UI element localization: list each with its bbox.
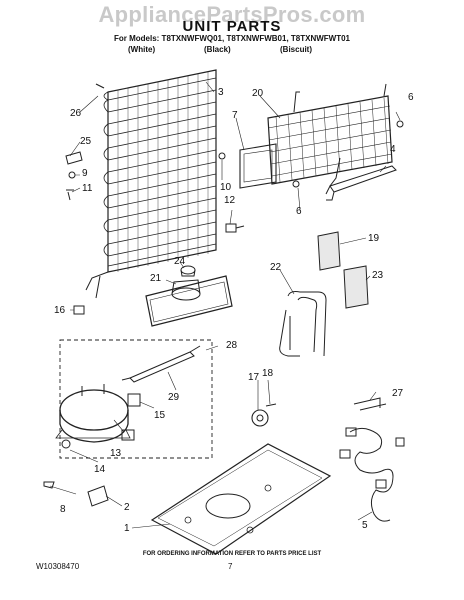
callout-2: 2 xyxy=(124,502,130,513)
callout-20: 20 xyxy=(252,88,264,99)
callout-12: 12 xyxy=(224,195,236,206)
filter-drier xyxy=(129,351,195,383)
callout-11: 11 xyxy=(82,183,93,194)
evaporator xyxy=(267,83,393,185)
color-white: (White) xyxy=(128,45,156,54)
document-number: W10308470 xyxy=(36,562,80,571)
callout-21: 21 xyxy=(150,273,162,284)
tubing xyxy=(279,291,327,357)
callout-17: 17 xyxy=(248,372,260,383)
callout-8: 8 xyxy=(60,504,66,515)
callout-4: 4 xyxy=(390,144,396,155)
compressor-kit-box xyxy=(59,339,213,459)
drain-pan xyxy=(145,265,233,327)
callout-5: 5 xyxy=(362,520,368,531)
page-number: 7 xyxy=(228,562,233,571)
color-biscuit: (Biscuit) xyxy=(280,45,312,54)
callout-14: 14 xyxy=(94,464,106,475)
callout-16: 16 xyxy=(54,305,66,316)
callout-18: 18 xyxy=(262,368,274,379)
callout-9: 9 xyxy=(82,168,88,179)
base-plate xyxy=(150,443,332,555)
callout-10: 10 xyxy=(220,182,232,193)
ordering-note: FOR ORDERING INFORMATION REFER TO PARTS … xyxy=(142,551,322,557)
callout-labels: 26 3 20 6 7 25 9 11 10 4 6 12 19 24 21 2… xyxy=(54,87,414,534)
callout-6-bottom: 6 xyxy=(296,206,302,217)
callout-27: 27 xyxy=(392,388,404,399)
callout-13: 13 xyxy=(110,448,122,459)
watermark: AppliancePartsPros.com xyxy=(98,2,366,27)
model-list: For Models: T8TXNWFWQ01, T8TXNWFWB01, T8… xyxy=(114,34,350,43)
drain-tube xyxy=(326,165,397,201)
color-black: (Black) xyxy=(204,45,231,54)
callout-6-top: 6 xyxy=(408,92,414,103)
insulation-pad-2 xyxy=(343,265,369,309)
condenser-coil xyxy=(85,69,217,299)
callout-25: 25 xyxy=(80,136,92,147)
callout-1: 1 xyxy=(124,523,130,534)
callout-22: 22 xyxy=(270,262,282,273)
callout-29: 29 xyxy=(168,392,180,403)
callout-7: 7 xyxy=(232,110,238,121)
insulation-pad xyxy=(317,231,341,271)
callout-23: 23 xyxy=(372,270,384,281)
page-title: UNIT PARTS xyxy=(182,18,282,35)
callout-15: 15 xyxy=(154,410,166,421)
callout-26: 26 xyxy=(70,108,82,119)
callout-3: 3 xyxy=(218,87,224,98)
callout-19: 19 xyxy=(368,233,380,244)
callout-28: 28 xyxy=(226,340,238,351)
evaporator-cover xyxy=(239,143,277,189)
compressor xyxy=(55,384,131,449)
bracket xyxy=(65,151,83,165)
wire-harness xyxy=(349,427,394,522)
callout-24: 24 xyxy=(174,256,186,267)
